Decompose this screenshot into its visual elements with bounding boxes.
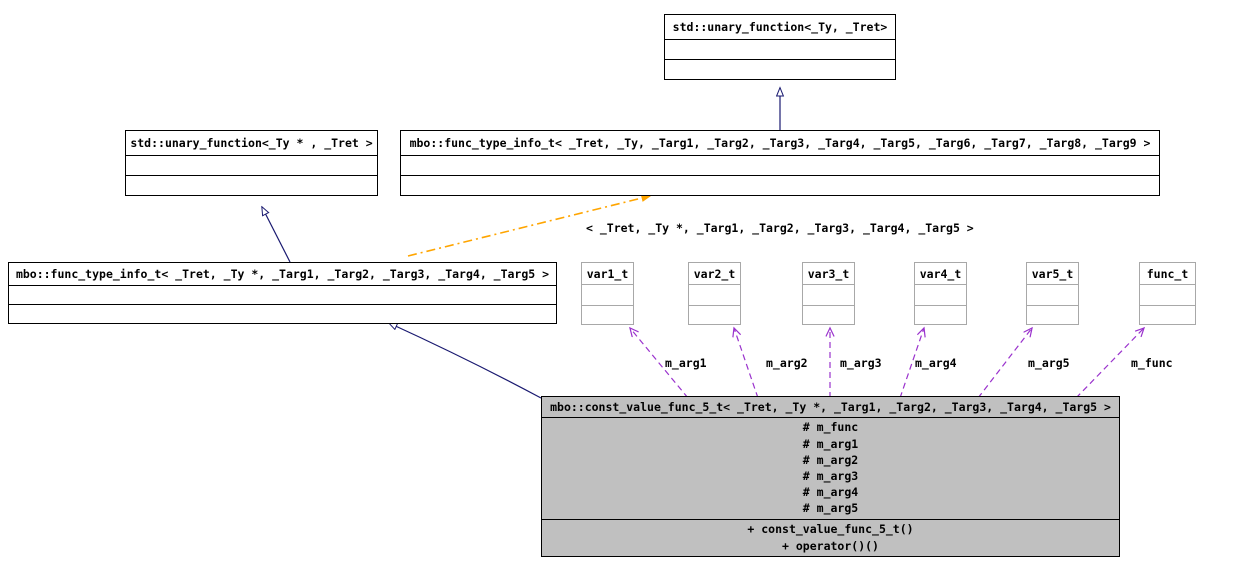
- class-attribute: # m_func: [802, 420, 859, 435]
- class-attribute: # m_arg3: [802, 469, 859, 483]
- class-box-var2-t[interactable]: var2_t: [688, 262, 741, 325]
- edge-label-m-arg4: m_arg4: [915, 356, 957, 370]
- class-operations-compartment: [665, 59, 895, 79]
- edge-inherit-functypeinfo5-to-unaryfunctionptr: [262, 207, 291, 263]
- class-attribute: # m_arg5: [802, 501, 859, 516]
- class-attributes-compartment: [401, 155, 1159, 175]
- class-attributes-compartment: [689, 284, 740, 305]
- class-operations-compartment: [126, 175, 377, 195]
- class-box-var5-t[interactable]: var5_t: [1026, 262, 1079, 325]
- class-operations-compartment: + const_value_func_5_t() + operator()(): [542, 519, 1119, 556]
- class-operations-compartment: [915, 305, 966, 324]
- edge-label-m-func: m_func: [1131, 356, 1173, 370]
- edge-usage-m_arg2-var2_t: [734, 328, 759, 399]
- class-operations-compartment: [803, 305, 854, 324]
- edge-inherit-constvaluefunc5-to-functypeinfo5: [389, 323, 542, 399]
- edge-label-m-arg5: m_arg5: [1028, 356, 1070, 370]
- template-args-label: < _Tret, _Ty *, _Targ1, _Targ2, _Targ3, …: [586, 221, 974, 235]
- class-title: var2_t: [693, 266, 736, 281]
- class-title: std::unary_function<_Ty, _Tret>: [672, 20, 888, 34]
- class-box-const-value-func-5-t[interactable]: mbo::const_value_func_5_t< _Tret, _Ty *,…: [541, 396, 1120, 557]
- class-box-var3-t[interactable]: var3_t: [802, 262, 855, 325]
- class-title: mbo::const_value_func_5_t< _Tret, _Ty *,…: [542, 397, 1119, 417]
- class-attribute: # m_arg1: [802, 436, 859, 451]
- class-title: func_t: [1146, 266, 1189, 281]
- class-attributes-compartment: [665, 39, 895, 59]
- class-title: var5_t: [1031, 266, 1074, 281]
- edge-label-m-arg2: m_arg2: [766, 356, 808, 370]
- class-title: var4_t: [919, 266, 962, 281]
- class-operations-compartment: [582, 305, 633, 324]
- edge-label-m-arg1: m_arg1: [665, 356, 707, 370]
- class-attributes-compartment: [9, 285, 556, 304]
- class-attributes-compartment: [1140, 284, 1195, 305]
- class-box-std-unary-function-ty-tret[interactable]: std::unary_function<_Ty, _Tret>: [664, 14, 896, 80]
- class-operations-compartment: [689, 305, 740, 324]
- class-title: mbo::func_type_info_t< _Tret, _Ty *, _Ta…: [15, 267, 550, 281]
- class-operation: + operator()(): [782, 538, 879, 553]
- class-attribute: # m_arg4: [802, 485, 859, 500]
- class-attributes-compartment: [803, 284, 854, 305]
- class-box-func-t[interactable]: func_t: [1139, 262, 1196, 325]
- class-box-var1-t[interactable]: var1_t: [581, 262, 634, 325]
- class-attributes-compartment: [915, 284, 966, 305]
- class-title: std::unary_function<_Ty * , _Tret >: [130, 136, 373, 150]
- class-operation: + const_value_func_5_t(): [747, 522, 914, 537]
- edge-usage-m_arg5-var5_t: [977, 328, 1032, 399]
- class-operations-compartment: [1140, 305, 1195, 324]
- edge-label-m-arg3: m_arg3: [840, 356, 882, 370]
- class-attributes-compartment: [126, 155, 377, 175]
- class-operations-compartment: [9, 304, 556, 323]
- class-operations-compartment: [401, 175, 1159, 195]
- class-attribute: # m_arg2: [802, 452, 859, 467]
- class-title: var1_t: [586, 266, 629, 281]
- class-attributes-compartment: # m_func # m_arg1 # m_arg2 # m_arg3 # m_…: [542, 417, 1119, 519]
- class-box-std-unary-function-typtr-tret[interactable]: std::unary_function<_Ty * , _Tret >: [125, 130, 378, 196]
- class-box-func-type-info-t-5[interactable]: mbo::func_type_info_t< _Tret, _Ty *, _Ta…: [8, 262, 557, 324]
- class-attributes-compartment: [1027, 284, 1078, 305]
- class-attributes-compartment: [582, 284, 633, 305]
- class-box-var4-t[interactable]: var4_t: [914, 262, 967, 325]
- class-title: var3_t: [807, 266, 850, 281]
- class-operations-compartment: [1027, 305, 1078, 324]
- class-box-func-type-info-t-9[interactable]: mbo::func_type_info_t< _Tret, _Ty, _Targ…: [400, 130, 1160, 196]
- class-title: mbo::func_type_info_t< _Tret, _Ty, _Targ…: [409, 136, 1151, 150]
